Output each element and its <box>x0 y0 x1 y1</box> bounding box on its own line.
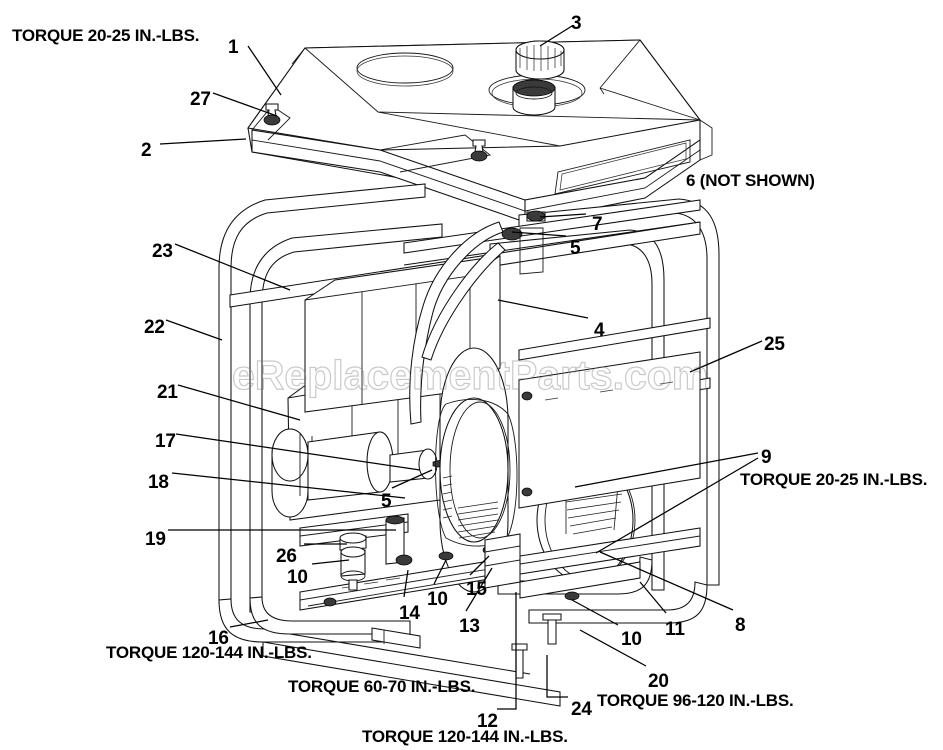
callout-number-25: 25 <box>764 334 785 355</box>
note-n6: TORQUE 96-120 IN.-LBS. <box>597 691 794 710</box>
note-n4: TORQUE 120-144 IN.-LBS. <box>106 643 312 662</box>
fuel-cap-part-3 <box>515 40 565 80</box>
leader-line-10 <box>433 559 447 585</box>
leader-line-3 <box>539 25 573 47</box>
callout-number-10: 10 <box>287 567 308 588</box>
leader-line-15 <box>469 555 490 576</box>
leader-line-2 <box>159 138 247 145</box>
fuel-strainer <box>512 79 556 116</box>
callout-number-3: 3 <box>571 13 582 34</box>
callout-number-5: 5 <box>381 491 392 512</box>
callout-number-9: 9 <box>761 447 772 468</box>
callout-number-11: 11 <box>665 619 685 640</box>
tank-mount-hardware <box>251 47 306 141</box>
leader-line-1 <box>247 45 282 96</box>
leader-line-20 <box>579 629 647 667</box>
leader-line-5 <box>391 469 433 489</box>
leader-line-5 <box>511 231 567 237</box>
leader-line-8 <box>599 551 734 611</box>
callout-number-18: 18 <box>148 472 169 493</box>
leader-line-7 <box>539 213 587 218</box>
leader-line-12 <box>497 592 517 710</box>
leader-line-17 <box>175 433 421 471</box>
leader-line-27 <box>212 92 278 117</box>
leader-line-14 <box>403 569 409 598</box>
callout-number-4: 4 <box>594 320 605 341</box>
note-n1: TORQUE 20-25 IN.-LBS. <box>12 26 200 45</box>
callout-number-7: 7 <box>592 214 603 235</box>
isolator-stack <box>339 532 367 591</box>
note-n3: TORQUE 20-25 IN.-LBS. <box>740 470 928 489</box>
leader-line-21 <box>177 384 301 421</box>
callout-number-5: 5 <box>570 238 581 259</box>
callout-number-8: 8 <box>735 615 746 636</box>
leader-line-10 <box>311 559 350 565</box>
callout-number-2: 2 <box>141 140 152 161</box>
callout-number-24: 24 <box>571 699 592 720</box>
callout-number-13: 13 <box>459 616 480 637</box>
callout-number-23: 23 <box>152 241 173 262</box>
callout-number-19: 19 <box>145 529 166 550</box>
fuel-line-hose <box>409 210 546 425</box>
callout-leader-lines <box>159 25 763 710</box>
callout-number-16: 16 <box>208 628 229 649</box>
leader-line-9 <box>595 457 759 554</box>
leader-line-23 <box>174 243 291 291</box>
callout-number-17: 17 <box>155 431 176 452</box>
note-n7: TORQUE 120-144 IN.-LBS. <box>362 727 568 746</box>
callout-number-21: 21 <box>157 382 178 403</box>
callout-number-14: 14 <box>399 603 420 624</box>
callout-number-12: 12 <box>477 711 498 732</box>
callout-number-10: 10 <box>621 629 642 650</box>
leader-line-10 <box>571 599 619 626</box>
leader-line-22 <box>165 319 223 341</box>
callout-number-22: 22 <box>144 317 165 338</box>
callout-number-1: 1 <box>228 37 239 58</box>
note-n5: TORQUE 60-70 IN.-LBS. <box>288 677 476 696</box>
callout-number-20: 20 <box>648 671 669 692</box>
leader-line-13 <box>465 567 493 612</box>
leader-line-4 <box>497 299 589 319</box>
leader-line-9 <box>574 452 759 488</box>
base-rails-and-mounts <box>299 513 701 679</box>
note-n2: 6 (NOT SHOWN) <box>686 171 815 190</box>
callout-number-26: 26 <box>276 546 297 567</box>
callout-number-10: 10 <box>427 589 448 610</box>
tank-mount-hardware-2 <box>379 134 492 173</box>
leader-line-16 <box>229 619 269 628</box>
leader-line-11 <box>639 581 667 614</box>
leader-line-24 <box>546 655 568 698</box>
callout-number-27: 27 <box>190 89 211 110</box>
leader-line-18 <box>171 472 406 499</box>
leader-line-25 <box>689 340 763 373</box>
callout-number-15: 15 <box>466 579 487 600</box>
fuel-tank-assembly <box>247 39 713 223</box>
